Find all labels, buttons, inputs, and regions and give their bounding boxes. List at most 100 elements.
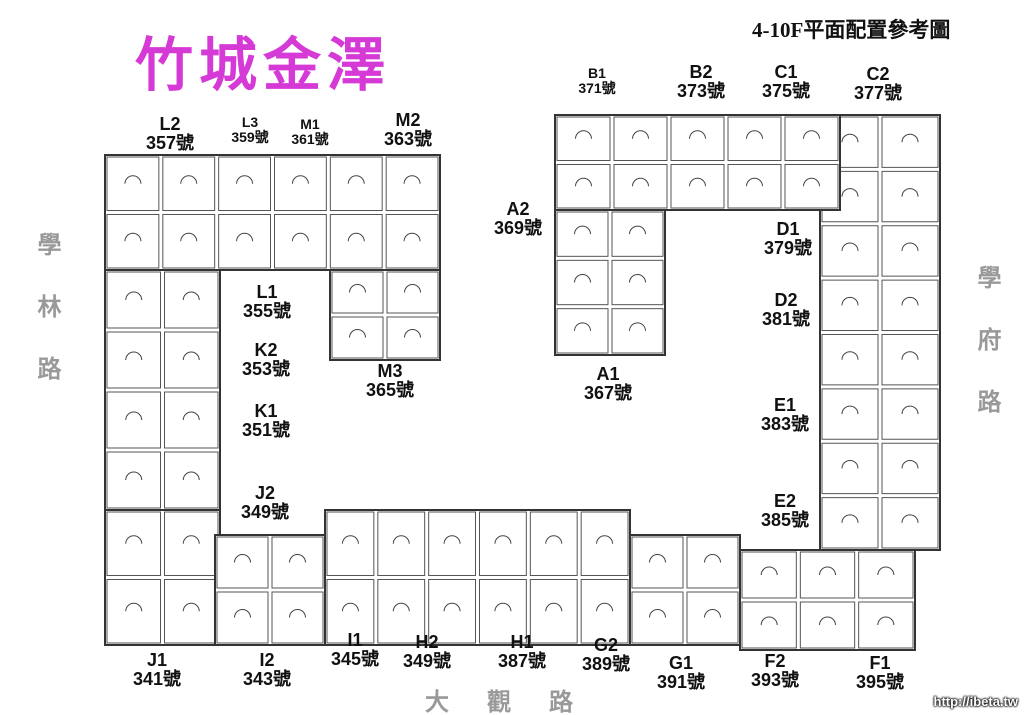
room	[821, 225, 879, 277]
unit-code: E2	[773, 491, 797, 511]
unit-code: K1	[254, 401, 278, 421]
room	[686, 591, 739, 644]
unit-code: E1	[773, 395, 797, 415]
room	[556, 308, 609, 354]
door-swing	[841, 460, 859, 469]
unit-number: 389號	[581, 653, 631, 674]
room	[631, 591, 684, 644]
building-block	[739, 549, 916, 651]
building-block	[554, 209, 666, 356]
door-swing	[180, 232, 198, 242]
room	[106, 214, 160, 269]
room	[670, 116, 725, 161]
door-swing	[234, 609, 251, 618]
door-swing	[760, 566, 778, 576]
door-swing	[291, 175, 309, 184]
door-swing	[746, 177, 763, 187]
unit-number: 369號	[493, 217, 543, 238]
room	[106, 451, 161, 509]
door-swing	[819, 616, 836, 626]
room	[580, 511, 629, 576]
door-swing	[901, 188, 919, 197]
room	[881, 225, 939, 277]
room	[218, 214, 272, 269]
room	[479, 579, 527, 644]
room	[529, 579, 578, 644]
watermark: http://ibeta.tw	[933, 694, 1019, 709]
unit-number: 395號	[855, 671, 905, 692]
door-swing	[689, 130, 706, 139]
door-swing	[349, 284, 366, 293]
unit-code: A2	[506, 199, 530, 219]
building-outline	[819, 114, 941, 551]
unit-number: 349號	[402, 650, 452, 671]
room	[799, 601, 856, 649]
door-swing	[341, 535, 359, 544]
unit-code: H2	[415, 632, 439, 652]
room	[106, 156, 160, 211]
unit-code: L3	[241, 114, 259, 130]
room	[386, 271, 439, 314]
unit-number: 371號	[578, 79, 616, 96]
unit-number: 365號	[365, 379, 415, 400]
door-swing	[125, 471, 143, 481]
unit-number: 383號	[760, 413, 810, 434]
door-swing	[632, 177, 649, 187]
room	[164, 271, 219, 329]
unit-code: M3	[377, 361, 403, 381]
door-swing	[689, 177, 706, 187]
unit-code: M2	[395, 110, 421, 130]
door-swing	[392, 602, 410, 612]
room	[881, 170, 939, 223]
room	[881, 279, 939, 331]
unit-number: 391號	[656, 671, 706, 692]
door-swing	[596, 602, 614, 612]
room	[164, 451, 219, 509]
room	[428, 511, 476, 576]
door-swing	[574, 322, 591, 331]
door-swing	[574, 274, 591, 283]
door-swing	[392, 535, 410, 544]
unit-code: L2	[159, 114, 181, 134]
room	[799, 551, 856, 599]
room	[881, 116, 939, 168]
door-swing	[125, 602, 143, 612]
room	[741, 601, 797, 649]
unit-code: B2	[689, 62, 713, 82]
door-swing	[125, 291, 143, 301]
door-swing	[182, 411, 200, 421]
unit-number: 363號	[383, 128, 433, 149]
unit-code: G2	[593, 635, 619, 655]
door-swing	[341, 602, 359, 612]
room	[821, 334, 879, 386]
door-swing	[125, 535, 143, 544]
unit-code: B1	[588, 65, 606, 81]
door-swing	[289, 609, 306, 618]
unit-code: F2	[764, 651, 786, 671]
unit-number: 393號	[750, 669, 800, 690]
building-outline	[104, 509, 221, 646]
room	[858, 551, 914, 599]
room	[331, 316, 384, 359]
unit-code: J2	[254, 483, 276, 503]
building-block	[104, 154, 441, 271]
door-swing	[649, 609, 666, 618]
building-outline	[329, 269, 441, 361]
door-swing	[349, 329, 366, 338]
building-outline	[629, 534, 741, 646]
room	[821, 442, 879, 495]
building-block	[329, 269, 441, 361]
